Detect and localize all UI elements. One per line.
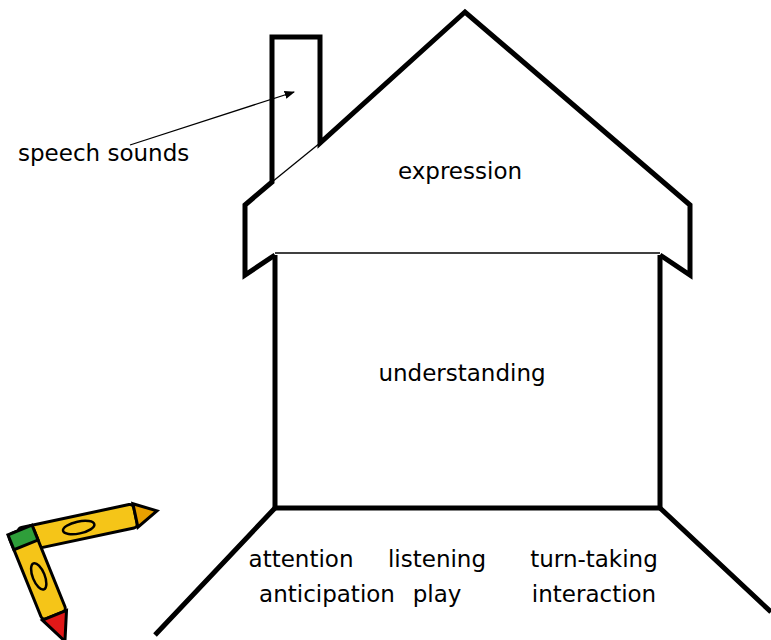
node-text: understanding: [378, 361, 545, 386]
inner-line: [272, 143, 320, 182]
foundation-band: attention listening turn-taking anticipatio…: [150, 508, 771, 640]
node-text: turn-taking: [530, 547, 658, 572]
node-text: interaction: [532, 582, 656, 607]
outline-stroke: [275, 255, 660, 508]
outline-stroke: [245, 12, 690, 275]
node-outline: [150, 508, 771, 640]
wall-box: understanding: [275, 255, 660, 508]
node-text: expression: [398, 159, 522, 184]
callout-label: speech sounds: [18, 141, 189, 166]
outline-stroke: [155, 508, 771, 635]
crayon-clipart: [8, 499, 159, 640]
node-outline: [245, 12, 690, 275]
node-text: play: [413, 582, 462, 607]
node-text: anticipation: [259, 582, 395, 607]
roof-shape: expression: [245, 12, 690, 275]
node-text: listening: [388, 547, 486, 572]
node-text: attention: [249, 547, 354, 572]
inner-line: [275, 252, 660, 253]
leader-arrow: [130, 92, 294, 145]
